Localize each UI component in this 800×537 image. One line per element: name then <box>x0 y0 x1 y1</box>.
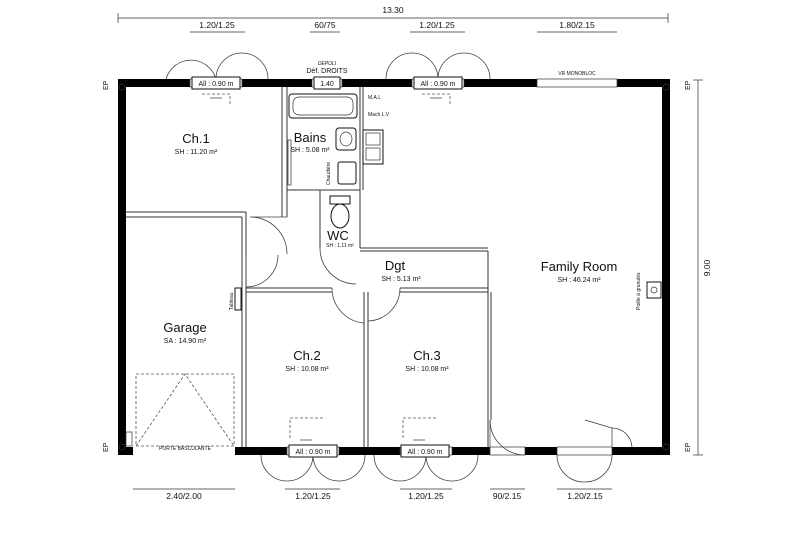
right-total-dimension: 9.00 <box>693 79 712 456</box>
bottom-dim-4: 90/2.15 <box>493 491 522 501</box>
washing-machine <box>362 129 384 165</box>
room-area-dgt: SH : 5.13 m² <box>381 276 421 283</box>
toilet <box>329 195 351 205</box>
top-total-dimension: 13.30 <box>117 5 669 23</box>
vr-monobloc-label: VR MONOBLOC <box>558 71 596 77</box>
bains-window-dim: 1.40 <box>320 81 334 88</box>
window-label-ch3: All : 0.90 m <box>407 449 442 456</box>
room-name-bains: Bains <box>294 130 327 145</box>
room-name-ch3: Ch.3 <box>413 348 440 363</box>
bottom-dim-2: 1.20/1.25 <box>295 491 331 501</box>
room-area-family: SH : 46.24 m² <box>557 277 601 284</box>
room-name-garage: Garage <box>163 320 206 335</box>
room-name-ch1: Ch.1 <box>182 131 209 146</box>
chaudiere-label: Chaudière <box>326 162 332 185</box>
tableau-label: Tableau <box>229 292 235 310</box>
electrical-panel <box>234 287 242 311</box>
window-handles <box>202 93 451 441</box>
ep-label-top-left: EP <box>103 80 110 90</box>
window-label-ch2: All : 0.90 m <box>295 449 330 456</box>
room-name-wc: WC <box>327 228 349 243</box>
window-label-family: All : 0.90 m <box>420 81 455 88</box>
ep-label-top-right: EP <box>685 80 692 90</box>
garage-door <box>125 373 235 447</box>
bottom-dim-5: 1.20/2.15 <box>567 491 603 501</box>
bottom-dim-1: 2.40/2.00 <box>166 491 202 501</box>
ep-label-bottom-right: EP <box>685 442 692 452</box>
fixture-labels: M.A.L Mach.L.V Chaudière Tableau Poêle à… <box>159 95 642 452</box>
room-name-dgt: Dgt <box>385 258 406 273</box>
bathroom-fixtures <box>287 93 384 229</box>
mach-lv-label: Mach.L.V <box>368 112 390 118</box>
window-swings <box>165 52 613 483</box>
room-name-family: Family Room <box>541 259 618 274</box>
room-labels: Ch.1 SH : 11.20 m² Bains SH : 5.08 m² WC… <box>163 130 617 373</box>
window-labels: All : 0.90 m All : 0.90 m All : 0.90 m A… <box>191 61 596 458</box>
bathroom-sink <box>335 127 357 151</box>
depoli-label: DEPOLI <box>318 61 337 67</box>
top-dim-3: 1.20/1.25 <box>419 20 455 30</box>
window-label-ch1: All : 0.90 m <box>198 81 233 88</box>
top-segment-dimensions: 1.20/1.25 60/75 1.20/1.25 1.80/2.15 <box>190 20 617 33</box>
top-dim-1: 1.20/1.25 <box>199 20 235 30</box>
toilet-bowl <box>330 203 350 229</box>
total-width-label: 13.30 <box>382 5 404 15</box>
mal-label: M.A.L <box>368 95 381 101</box>
pellet-stove <box>646 281 662 299</box>
bathtub <box>288 93 358 119</box>
bottom-dim-3: 1.20/1.25 <box>408 491 444 501</box>
room-area-ch3: SH : 10.08 m² <box>405 366 449 373</box>
ep-label-bottom-left: EP <box>103 442 110 452</box>
boiler <box>337 161 357 185</box>
total-depth-label: 9.00 <box>702 259 712 276</box>
door-swings <box>245 216 401 324</box>
poele-label: Poêle à granulés <box>636 272 642 310</box>
room-area-wc: SH : 1.11 m² <box>326 243 354 249</box>
bottom-segment-dimensions: 2.40/2.00 1.20/1.25 1.20/1.25 90/2.15 1.… <box>133 488 612 501</box>
def-droits-label: Déf. DROITS <box>306 68 348 75</box>
porte-basculante-label: PORTE BASCULANTE <box>159 446 212 452</box>
ep-labels: EP EP EP EP <box>103 80 692 452</box>
interior-walls <box>126 87 492 447</box>
top-dim-2: 60/75 <box>314 20 336 30</box>
room-area-bains: SH : 5.08 m² <box>290 147 330 154</box>
room-name-ch2: Ch.2 <box>293 348 320 363</box>
family-room-fixtures <box>234 281 662 448</box>
room-area-ch1: SH : 11.20 m² <box>175 149 218 156</box>
top-dim-4: 1.80/2.15 <box>559 20 595 30</box>
room-area-garage: SA : 14.90 m² <box>164 338 207 345</box>
room-area-ch2: SH : 10.08 m² <box>285 366 329 373</box>
